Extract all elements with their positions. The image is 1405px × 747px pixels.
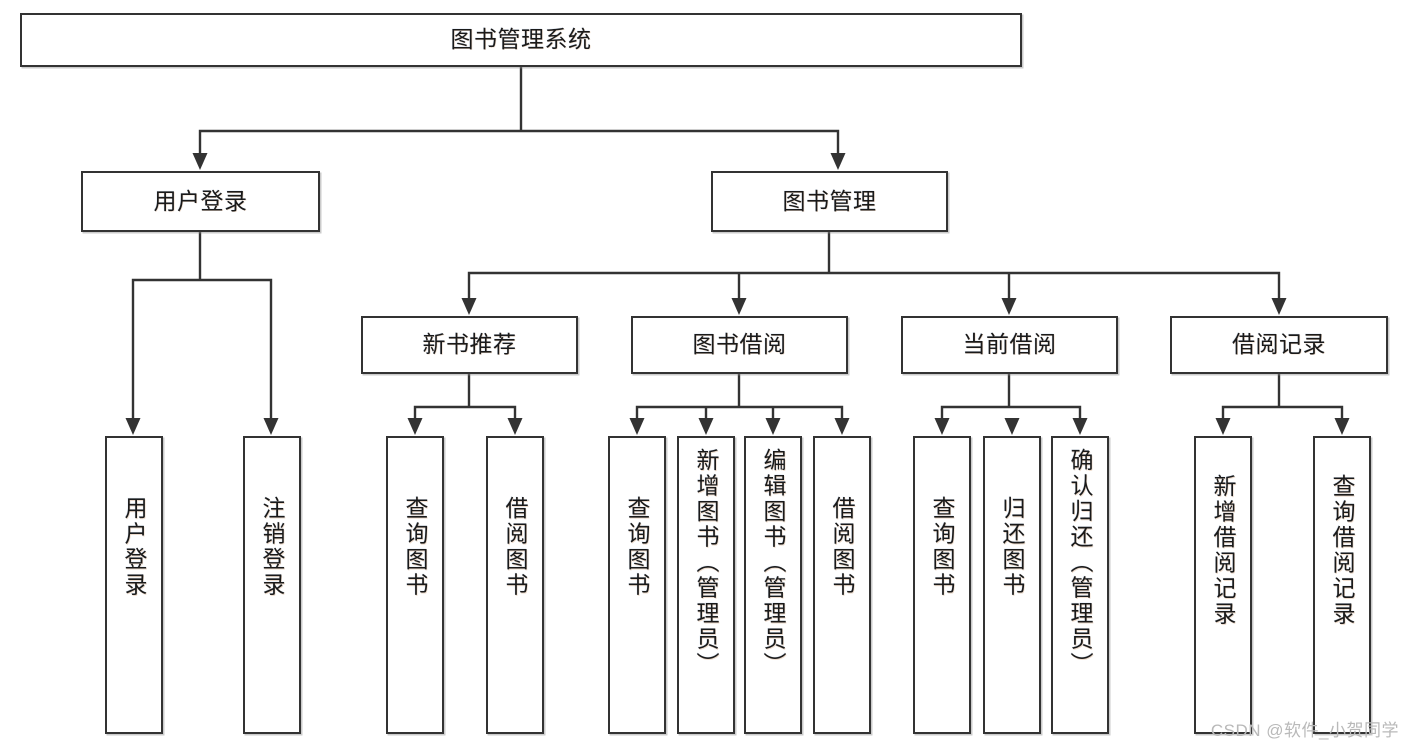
connector-path [131,230,273,427]
leaf-node-leaf-query-book-rec[interactable]: 查询图书 [386,436,444,734]
node-label: 归还图书 [999,496,1026,598]
node-label: 新增图书（管理员） [693,448,720,678]
arrow-head-icon [834,418,850,435]
leaf-node-leaf-user-logout[interactable]: 注销登录 [243,436,301,734]
node-label: 借阅图书 [829,496,856,598]
node-label: 用户登录 [153,187,248,214]
connector-path [940,372,1082,427]
leaf-node-leaf-return-book[interactable]: 归还图书 [983,436,1041,734]
leaf-node-leaf-add-borrow-record[interactable]: 新增借阅记录 [1194,436,1252,734]
arrow-head-icon [1271,298,1287,315]
arrow-head-icon [698,418,714,435]
arrow-head-icon [1334,418,1350,435]
node-label: 注销登录 [259,496,286,598]
arrow-head-icon [731,298,747,315]
branch-node-new-book-rec[interactable]: 新书推荐 [361,316,578,374]
leaf-node-leaf-borrow-book[interactable]: 借阅图书 [813,436,871,734]
node-label: 用户登录 [121,496,148,598]
node-label: 图书管理系统 [450,26,592,53]
leaf-node-leaf-edit-book-admin[interactable]: 编辑图书（管理员） [744,436,802,734]
arrow-head-icon [263,418,279,435]
arrow-head-icon [765,418,781,435]
arrow-head-icon [1004,418,1020,435]
connector-path [467,230,1281,307]
leaf-node-leaf-query-book-cur[interactable]: 查询图书 [913,436,971,734]
arrow-head-icon [192,153,208,170]
leaf-node-leaf-confirm-return-admin[interactable]: 确认归还（管理员） [1051,436,1109,734]
node-label: 编辑图书（管理员） [760,448,787,678]
arrow-head-icon [629,418,645,435]
arrow-head-icon [125,418,141,435]
node-label: 查询图书 [402,496,429,598]
connector-path [198,65,840,162]
connector-path [1221,372,1344,427]
arrow-head-icon [1215,418,1231,435]
node-label: 图书管理 [782,187,877,214]
arrow-head-icon [407,418,423,435]
node-label: 图书借阅 [692,331,787,358]
node-label: 确认归还（管理员） [1067,448,1094,678]
arrow-head-icon [830,153,846,170]
node-label: 查询图书 [929,496,956,598]
branch-node-current-borrow[interactable]: 当前借阅 [901,316,1118,374]
leaf-node-leaf-borrow-book-rec[interactable]: 借阅图书 [486,436,544,734]
leaf-node-leaf-query-borrow-record[interactable]: 查询借阅记录 [1313,436,1371,734]
node-label: 查询借阅记录 [1329,474,1356,627]
arrow-head-icon [1072,418,1088,435]
branch-node-borrow-record[interactable]: 借阅记录 [1170,316,1388,374]
connector-path [635,372,844,427]
node-label: 查询图书 [624,496,651,598]
root-node-root[interactable]: 图书管理系统 [20,13,1022,67]
connector-path [413,372,517,427]
node-label: 借阅图书 [502,496,529,598]
leaf-node-leaf-query-book[interactable]: 查询图书 [608,436,666,734]
leaf-node-leaf-user-login[interactable]: 用户登录 [105,436,163,734]
arrow-head-icon [507,418,523,435]
arrow-head-icon [934,418,950,435]
arrow-head-icon [1001,298,1017,315]
node-label: 新增借阅记录 [1210,474,1237,627]
node-label: 借阅记录 [1232,331,1326,358]
arrow-head-icon [461,298,477,315]
leaf-node-leaf-add-book-admin[interactable]: 新增图书（管理员） [677,436,735,734]
node-label: 新书推荐 [422,331,517,358]
branch-node-user-login[interactable]: 用户登录 [81,171,320,232]
branch-node-book-borrow[interactable]: 图书借阅 [631,316,848,374]
watermark: CSDN @软件_小贺同学 [1210,721,1399,740]
branch-node-book-manage[interactable]: 图书管理 [711,171,948,232]
node-label: 当前借阅 [962,331,1057,358]
